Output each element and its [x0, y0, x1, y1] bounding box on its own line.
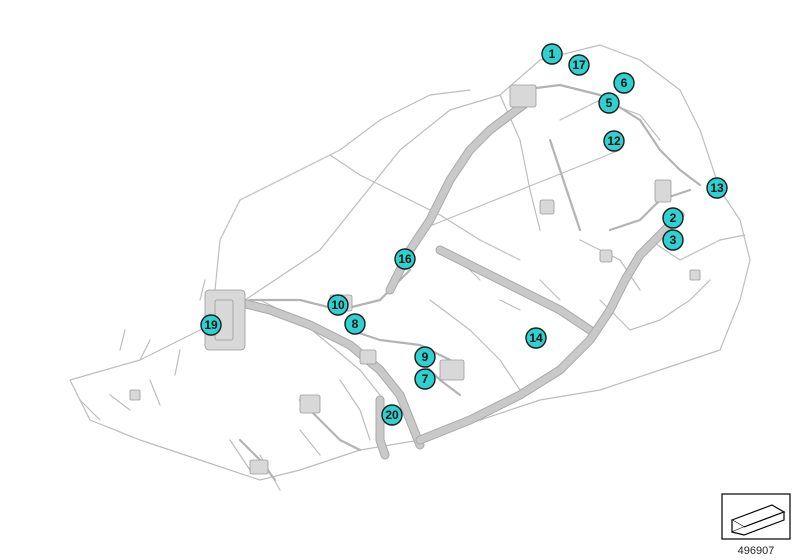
callout-label: 5: [606, 96, 613, 110]
callout-label: 6: [621, 76, 628, 90]
callout-marker: [327, 294, 349, 316]
callout-marker: [568, 54, 590, 76]
wiring-harness: [69, 44, 751, 491]
callout-marker: [414, 346, 436, 368]
harness-main-trunk: [225, 95, 685, 460]
callout-label: 10: [331, 298, 345, 312]
callout-12: 12: [603, 130, 625, 152]
callout-9: 9: [414, 346, 436, 368]
callout-marker: [598, 92, 620, 114]
callout-10: 10: [327, 294, 349, 316]
callout-label: 1: [549, 47, 556, 61]
callout-label: 14: [529, 331, 543, 345]
callout-label: 19: [204, 318, 218, 332]
callout-marker: [525, 327, 547, 349]
callout-marker: [394, 248, 416, 270]
callout-label: 17: [572, 58, 586, 72]
callout-7: 7: [414, 368, 436, 390]
callout-13: 13: [706, 177, 728, 199]
callout-1: 1: [541, 43, 563, 65]
callout-19: 19: [200, 314, 222, 336]
callout-14: 14: [525, 327, 547, 349]
callout-5: 5: [598, 92, 620, 114]
callouts: 1 17 6 5 12 13 2 3: [200, 43, 728, 426]
callout-marker: [344, 313, 366, 335]
callout-label: 13: [710, 181, 724, 195]
callout-3: 3: [662, 229, 684, 251]
callout-marker: [662, 229, 684, 251]
callout-2: 2: [662, 207, 684, 229]
callout-16: 16: [394, 248, 416, 270]
reference-box: 496907: [721, 493, 791, 557]
callout-8: 8: [344, 313, 366, 335]
callout-label: 3: [670, 233, 677, 247]
callout-marker: [662, 207, 684, 229]
callout-marker: [200, 314, 222, 336]
callout-20: 20: [381, 404, 403, 426]
image-id-label: 496907: [738, 545, 775, 557]
callout-label: 7: [422, 372, 429, 386]
callout-marker: [414, 368, 436, 390]
callout-marker: [603, 130, 625, 152]
callout-label: 9: [422, 350, 429, 364]
callout-label: 16: [398, 252, 412, 266]
callout-label: 12: [607, 134, 621, 148]
callout-label: 8: [352, 317, 359, 331]
callout-17: 17: [568, 54, 590, 76]
callout-marker: [541, 43, 563, 65]
callout-label: 2: [670, 211, 677, 225]
callout-marker: [613, 72, 635, 94]
reference-arrow-icon: [730, 504, 786, 536]
callout-6: 6: [613, 72, 635, 94]
callout-label: 20: [385, 408, 399, 422]
callout-marker: [381, 404, 403, 426]
callout-marker: [706, 177, 728, 199]
